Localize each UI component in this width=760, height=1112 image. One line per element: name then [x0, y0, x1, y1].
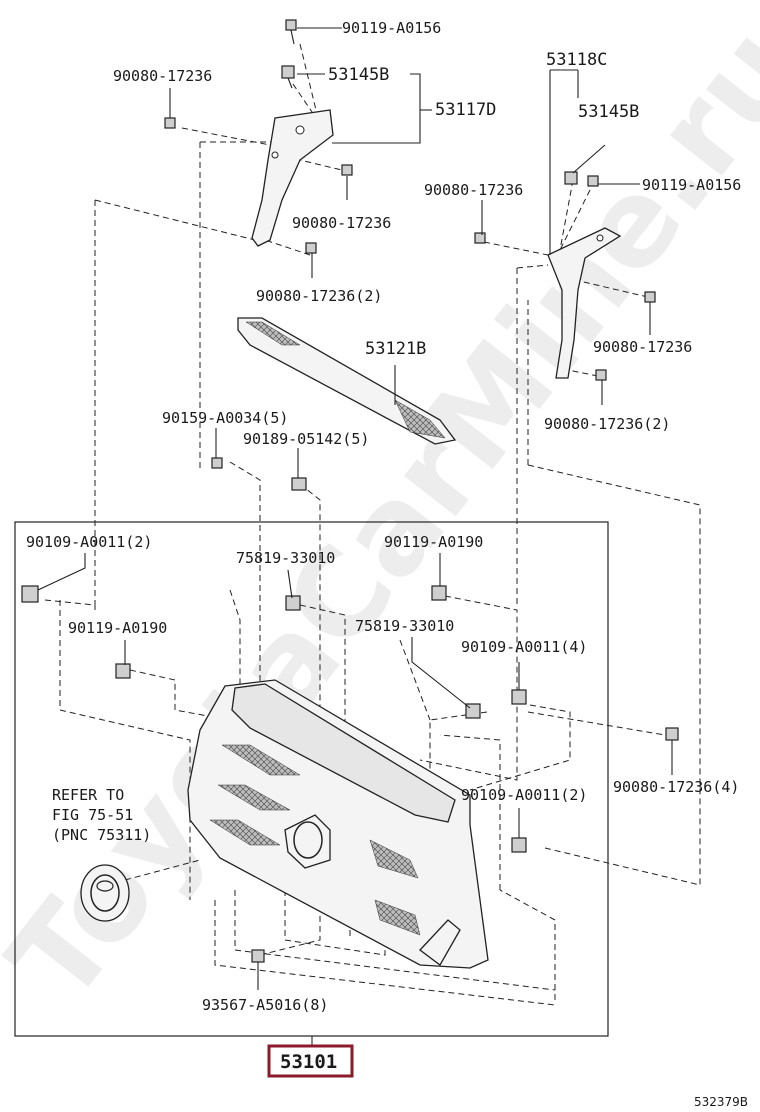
label-90159-A0034: 90159-A0034(5) [162, 409, 288, 427]
label-93567-A5016: 93567-A5016(8) [202, 996, 328, 1014]
label-90119-A0156-right: 90119-A0156 [642, 176, 741, 194]
label-leaders [37, 27, 673, 990]
label-90080-17236-2-left: 90080-17236(2) [256, 287, 382, 305]
emblem-icon [80, 864, 130, 922]
figure-code: 532379B [694, 1095, 748, 1109]
fastener-icons [21, 585, 679, 963]
label-53118C: 53118C [546, 50, 607, 70]
dashed-guide-lines [44, 43, 701, 1006]
bracket-53117D [251, 109, 334, 247]
label-90119-A0190-right: 90119-A0190 [384, 533, 483, 551]
label-90080-17236-right-low: 90080-17236 [593, 338, 692, 356]
label-53121B: 53121B [365, 339, 426, 359]
label-53117D: 53117D [435, 100, 496, 120]
label-90119-A0156-top: 90119-A0156 [342, 19, 441, 37]
main-part-number[interactable]: 53101 [280, 1051, 337, 1073]
bolt-icon-right [474, 171, 656, 381]
bracket-53118C [547, 227, 622, 379]
label-90109-A0011-2-right: 90109-A0011(2) [461, 786, 587, 804]
bolt-icon [164, 19, 353, 254]
label-90080-17236-mid: 90080-17236 [292, 214, 391, 232]
reference-note-line2: FIG 75-51 [52, 806, 133, 824]
upper-grille-strip-53121B [237, 317, 457, 445]
grille-assembly [187, 679, 489, 969]
reference-note-line3: (PNC 75311) [52, 826, 151, 844]
main-part-box[interactable] [267, 1044, 354, 1078]
label-90080-17236-right: 90080-17236 [424, 181, 523, 199]
clip-icon [211, 457, 307, 491]
label-90109-A0011-4: 90109-A0011(4) [461, 638, 587, 656]
label-90080-17236-4: 90080-17236(4) [613, 778, 739, 796]
label-53145B-left: 53145B [328, 65, 389, 85]
label-75819-33010-left: 75819-33010 [236, 549, 335, 567]
reference-note-line1: REFER TO [52, 786, 124, 804]
label-90189-05142: 90189-05142(5) [243, 430, 369, 448]
label-90080-17236-top: 90080-17236 [113, 67, 212, 85]
label-90119-A0190-left: 90119-A0190 [68, 619, 167, 637]
label-90109-A0011-2-left: 90109-A0011(2) [26, 533, 152, 551]
label-75819-33010-right: 75819-33010 [355, 617, 454, 635]
label-53145B-right: 53145B [578, 102, 639, 122]
label-90080-17236-2-right: 90080-17236(2) [544, 415, 670, 433]
